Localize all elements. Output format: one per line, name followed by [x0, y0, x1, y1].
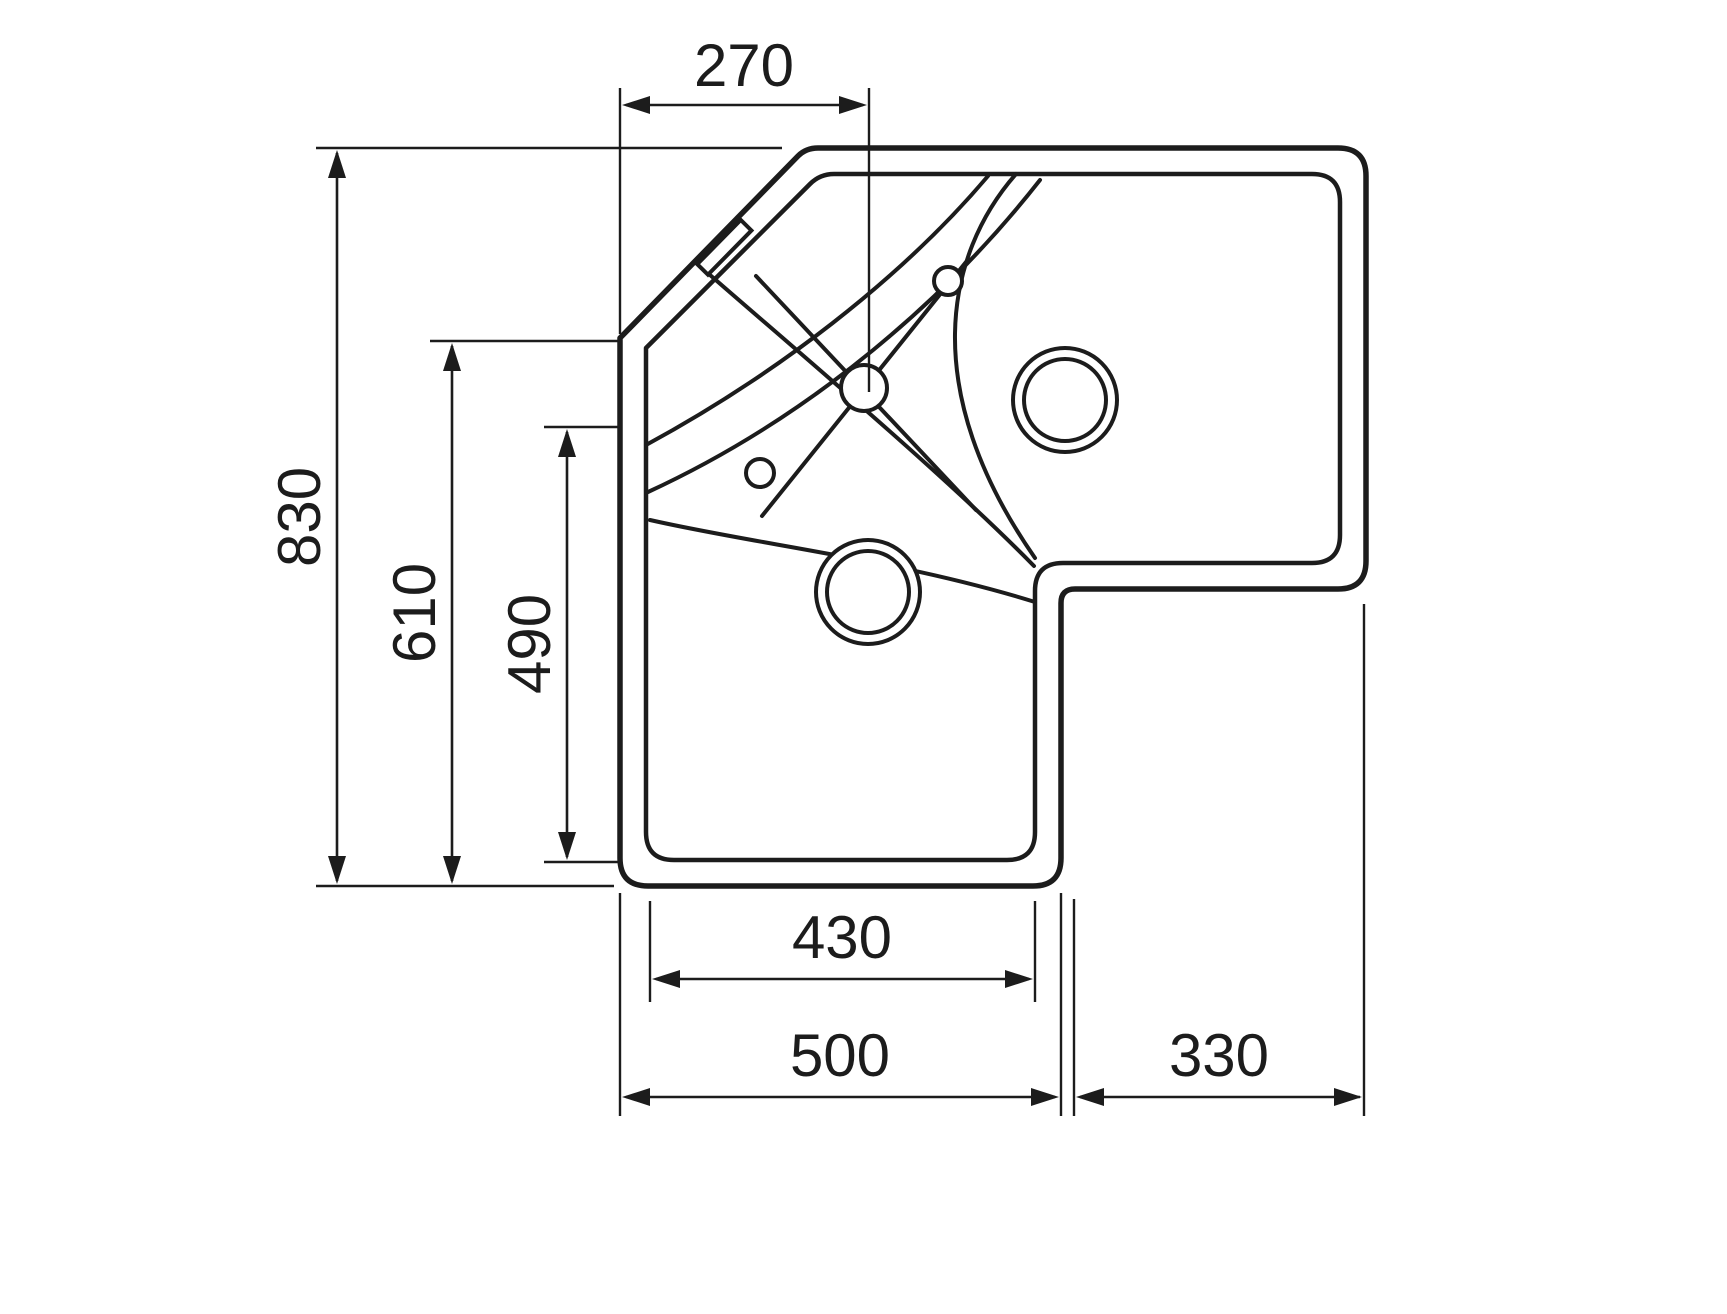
- arrowhead-right: [1334, 1088, 1362, 1106]
- dimension-430-label: 430: [792, 904, 892, 971]
- dimension-270: 270: [618, 32, 871, 392]
- dimension-610: 610: [381, 339, 618, 884]
- arrowhead-right: [839, 96, 867, 114]
- sink-inner-rim: [643, 171, 1343, 863]
- arrowhead-left: [652, 970, 680, 988]
- arrowhead-down: [443, 856, 461, 884]
- right-bowl-left-edge: [953, 172, 1037, 560]
- right-bowl-drain-inner: [1022, 357, 1108, 443]
- arrowhead-right: [1031, 1088, 1059, 1106]
- overflow-slot: [694, 217, 755, 278]
- dimension-500: 500: [618, 893, 1063, 1116]
- dimension-330-label: 330: [1169, 1022, 1269, 1089]
- dimension-830: 830: [266, 146, 782, 888]
- arrowhead-left: [622, 96, 650, 114]
- bottom-bowl-drain-inner: [825, 549, 911, 635]
- arrowhead-up: [558, 429, 576, 457]
- arrowhead-left: [1076, 1088, 1104, 1106]
- dimension-490: 490: [496, 425, 622, 864]
- dimension-610-label: 610: [381, 563, 448, 663]
- dimension-490-label: 490: [496, 594, 563, 694]
- arrowhead-up: [328, 150, 346, 178]
- sink-body: [617, 145, 1369, 889]
- dimension-430: 430: [648, 901, 1037, 1002]
- arrowhead-down: [558, 832, 576, 860]
- center-drain-hole: [839, 363, 889, 413]
- dimension-500-label: 500: [790, 1022, 890, 1089]
- sink-outer-outline: [617, 145, 1369, 889]
- divider-curve-upper: [646, 178, 1042, 494]
- dimension-330: 330: [1072, 604, 1366, 1116]
- divider-curve-upper-parallel: [644, 174, 990, 447]
- dimension-270-label: 270: [694, 32, 794, 99]
- arrowhead-left: [622, 1088, 650, 1106]
- arrowhead-down: [328, 856, 346, 884]
- dimension-830-label: 830: [266, 467, 333, 567]
- tap-hole-lower: [744, 457, 776, 489]
- arrowhead-up: [443, 343, 461, 371]
- tap-hole-upper: [932, 265, 964, 297]
- arrowhead-right: [1005, 970, 1033, 988]
